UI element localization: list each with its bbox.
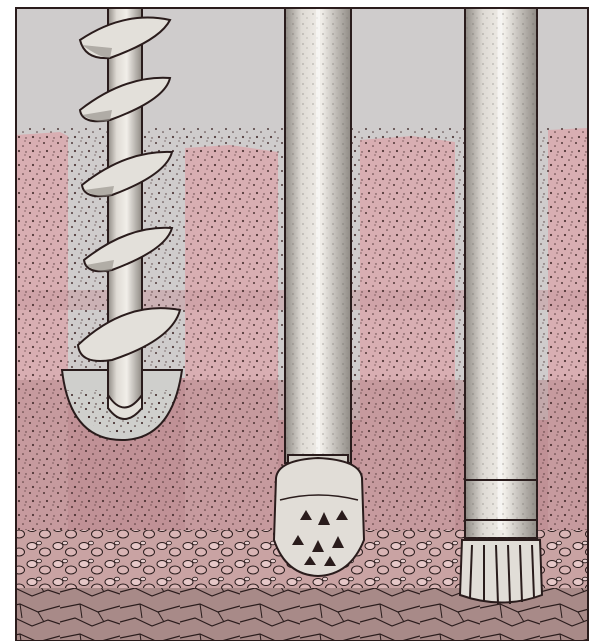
tricone-bit-tool (274, 8, 364, 576)
drag-bit-tool (460, 8, 542, 604)
